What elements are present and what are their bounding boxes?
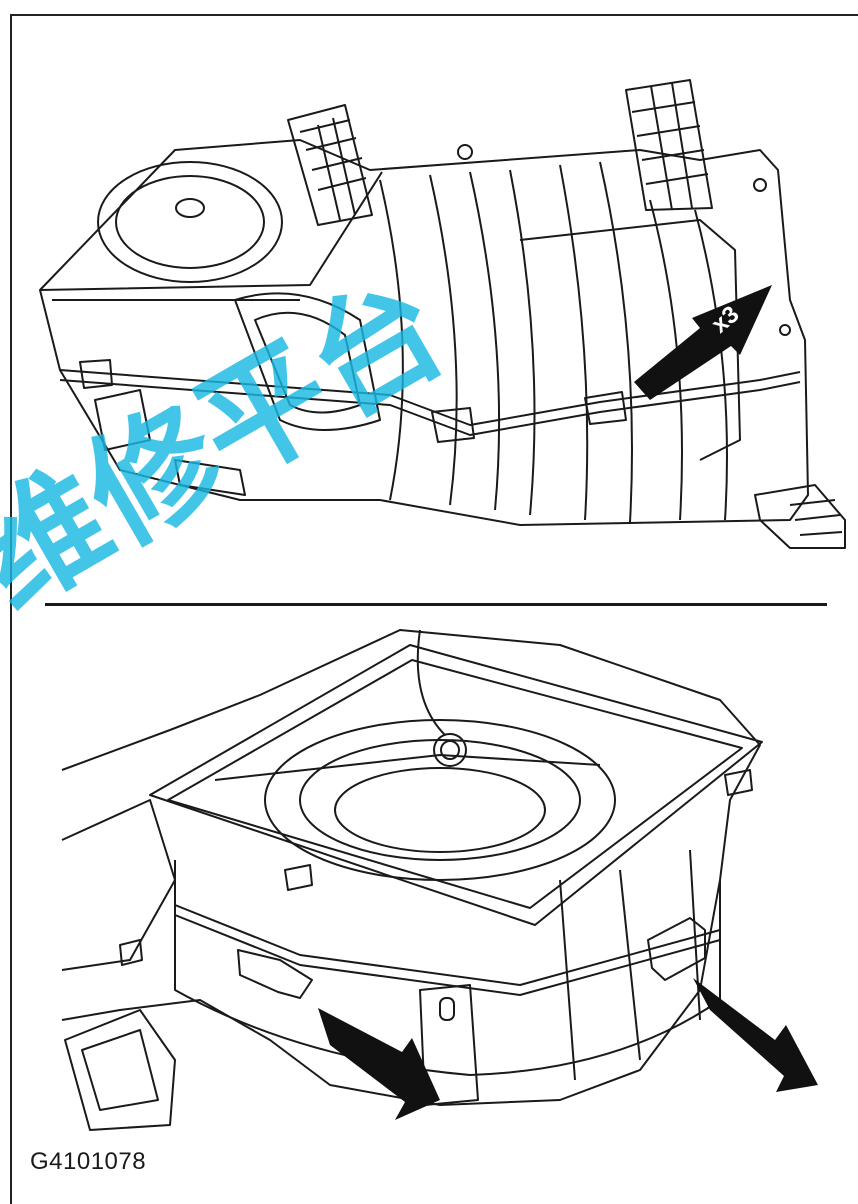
blower-motor-cylinder [174, 860, 721, 1076]
figure-id: G4101078 [30, 1148, 147, 1175]
diagram-frame [10, 14, 858, 1204]
panel-divider [45, 603, 827, 606]
heater-housing-outline [39, 139, 809, 526]
bottom-panel [61, 629, 763, 1131]
left-vent-grille [287, 104, 373, 226]
filter-frame [149, 644, 763, 926]
housing-seam [59, 369, 801, 426]
bottom-right-grille [754, 484, 846, 549]
arrow-pointer-icon [318, 1008, 440, 1120]
arrow-pointer-icon [693, 978, 818, 1092]
blower-ring [97, 161, 283, 283]
retaining-clip-2 [584, 391, 627, 425]
housing-body [61, 629, 761, 1106]
blower-wheel-ring [264, 719, 616, 881]
blower-hub [433, 733, 467, 767]
air-duct-opening [234, 292, 381, 431]
retaining-clip-left [237, 949, 313, 999]
retaining-clip-1 [431, 407, 475, 443]
top-arrow-callout: x3 [634, 285, 772, 400]
right-vent-grille [625, 79, 713, 211]
retaining-clip-3 [79, 359, 113, 389]
retaining-clip-right [647, 917, 706, 981]
arrow-pointer-icon [634, 285, 772, 400]
